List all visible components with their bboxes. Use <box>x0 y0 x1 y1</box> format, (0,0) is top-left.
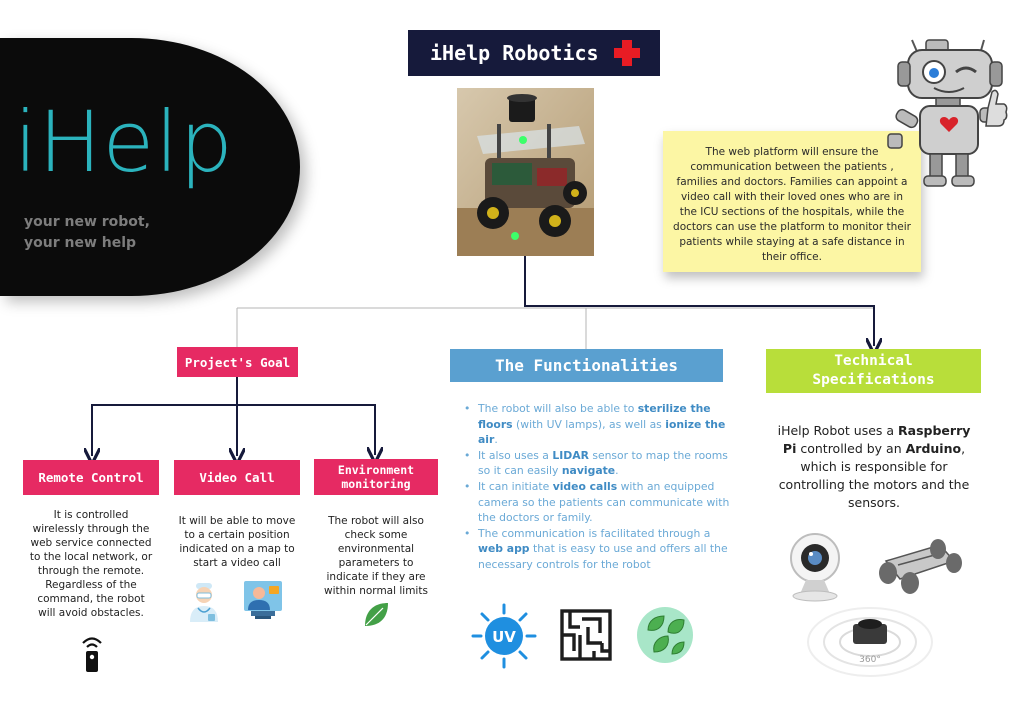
technical-header-line2: Specifications <box>812 372 935 388</box>
remote-control-icon <box>82 637 102 672</box>
hero-banner <box>0 38 300 296</box>
remote-control-header: Remote Control <box>23 460 159 495</box>
title-banner: iHelp Robotics <box>408 30 660 76</box>
hero-tagline-line2: your new help <box>24 235 137 251</box>
medical-cross-icon <box>614 40 640 66</box>
hero-tagline-line1: your new robot, <box>24 214 150 230</box>
video-call-header: Video Call <box>174 460 300 495</box>
project-goal-header: Project's Goal <box>177 347 298 377</box>
info-note: The web platform will ensure the communi… <box>663 131 921 272</box>
remote-control-description: It is controlled wirelessly through the … <box>29 509 153 619</box>
leaf-icon <box>365 603 388 626</box>
doctor-icon <box>190 583 218 622</box>
technical-specifications-description: iHelp Robot uses a Raspberry Pi controll… <box>777 423 971 510</box>
lidar-sensor-icon: 360° <box>807 607 933 677</box>
list-item: It also uses a LIDAR sensor to map the r… <box>462 448 734 479</box>
robot-photo <box>457 88 594 256</box>
connector-goal-branches <box>91 404 376 456</box>
webcam-icon <box>790 533 840 602</box>
robot-mascot-icon <box>887 39 1008 187</box>
technical-specifications-header: Technical Specifications <box>766 349 981 393</box>
functionalities-list: The robot will also be able to sterilize… <box>462 401 734 573</box>
uv-lamp-icon: UV <box>471 603 537 669</box>
environment-monitoring-header: Environment monitoring <box>314 459 438 495</box>
technical-header-line1: Technical <box>834 353 913 369</box>
maze-navigation-icon <box>560 609 612 661</box>
lidar-360-label: 360° <box>859 655 881 665</box>
list-item: The communication is facilitated through… <box>462 526 734 573</box>
list-item: The robot will also be able to sterilize… <box>462 401 734 448</box>
video-call-screen-icon <box>244 581 282 619</box>
page-title: iHelp Robotics <box>430 41 599 65</box>
hero-title: iHelp <box>14 93 234 191</box>
video-call-description: It will be able to move to a certain pos… <box>178 515 296 569</box>
environment-monitoring-description: The robot will also check some environme… <box>324 515 428 597</box>
robot-chassis-icon <box>879 539 962 594</box>
uv-label: UV <box>492 628 516 646</box>
list-item: It can initiate video calls with an equi… <box>462 479 734 526</box>
ionize-air-leaves-icon <box>637 607 693 663</box>
functionalities-header: The Functionalities <box>450 349 723 382</box>
